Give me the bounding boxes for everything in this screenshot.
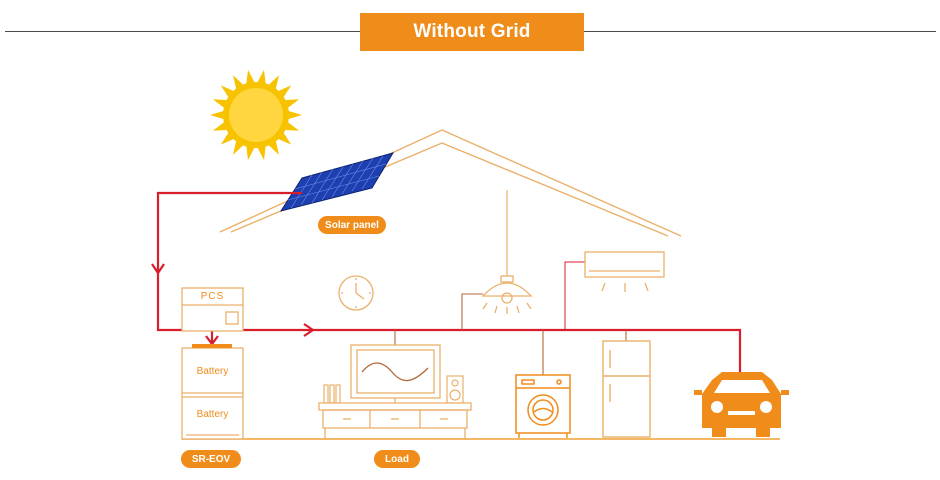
speaker-left-icon — [323, 384, 341, 404]
sun-ray — [285, 99, 300, 108]
sun-ray — [288, 110, 302, 120]
sun-ray — [220, 85, 234, 98]
pcs-battery-cabinet — [181, 287, 244, 440]
ceiling-lamp-icon — [481, 275, 533, 314]
ac-branch-line — [564, 261, 585, 330]
sun-ray — [268, 141, 279, 155]
power-flow-line — [151, 191, 742, 390]
air-conditioner-icon — [584, 251, 665, 292]
car-icon — [694, 372, 789, 437]
sun-ray — [212, 122, 227, 131]
house-roof — [219, 129, 682, 237]
sun-ray — [278, 85, 292, 98]
washing-machine-icon — [515, 374, 571, 438]
page-title: Without Grid — [360, 13, 584, 51]
sun-ray — [278, 132, 292, 145]
load-branch-lines — [394, 293, 627, 375]
header-rule-right — [584, 31, 936, 32]
sun-icon — [210, 69, 302, 161]
load-label: Load — [374, 450, 420, 468]
tv-cabinet — [318, 402, 472, 439]
battery-label-1: Battery — [196, 366, 229, 377]
sun-ray — [212, 99, 227, 108]
television-icon — [350, 344, 441, 403]
sun-ray — [285, 122, 300, 131]
speaker-right-icon — [446, 375, 464, 404]
pcs-label: PCS — [200, 291, 225, 302]
sun-ray — [246, 69, 255, 84]
battery-terminal — [192, 344, 232, 348]
clock-icon — [338, 275, 374, 311]
battery-label-2: Battery — [196, 409, 229, 420]
solar-panel-label: Solar panel — [318, 216, 386, 234]
sun-ray — [257, 146, 266, 161]
sun-ray — [220, 132, 234, 145]
sun-ray — [246, 146, 255, 161]
sun-ray — [268, 75, 279, 89]
system-label: SR-EOV — [181, 450, 241, 468]
sun-ray — [257, 69, 266, 84]
sun-ray — [233, 75, 244, 89]
header-rule-left — [5, 31, 360, 32]
sun-ray — [210, 110, 224, 120]
solar-panel-icon — [279, 152, 395, 212]
refrigerator-icon — [602, 340, 651, 438]
sun-ray — [233, 141, 244, 155]
